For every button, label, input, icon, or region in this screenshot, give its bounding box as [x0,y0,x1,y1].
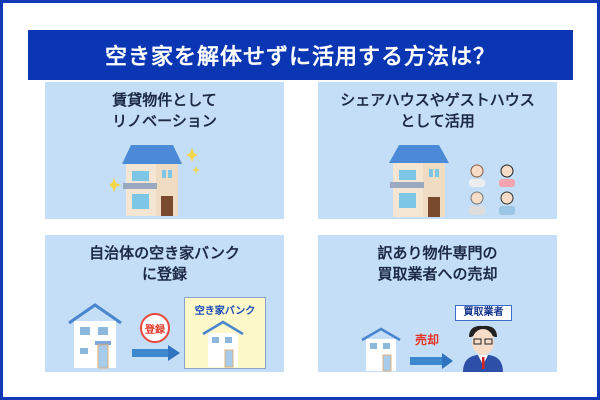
title-line-2: として活用 [400,112,475,130]
sale-label: 売却 [415,333,440,347]
title-line-1: 賃貸物件として [112,91,217,109]
title-line-1: 自治体の空き家バンク [89,244,240,262]
vacant-house-icon [68,303,122,369]
title-line-2: に登録 [141,265,187,283]
buyer-label: 買取業者 [455,305,512,321]
panel-rental-renovation: 賃貸物件としてリノベーション [45,82,284,219]
vacant-house-icon [361,327,401,372]
page-title: 空き家を解体せずに活用する方法は？ [28,30,573,80]
title-line-2: 買取業者への売却 [377,265,498,283]
renovated-house-icon [110,145,200,216]
house-icon [202,320,244,368]
akiya-bank-box: 空き家バンク [184,297,266,369]
bank-label: 空き家バンク [194,306,256,317]
panel-buyer-sale: 訳あり物件専門の買取業者への売却 売却 買取業者 [318,235,557,372]
residents-icon [469,164,515,215]
title-line-2: リノベーション [112,112,217,130]
arrow-right-icon [132,345,180,361]
panel-title: 賃貸物件としてリノベーション [45,90,284,132]
title-line-1: 訳あり物件専門の [377,244,498,262]
register-badge: 登録 [140,313,170,343]
panel-share-house: シェアハウスやゲストハウスとして活用 [318,82,557,219]
panel-title: 自治体の空き家バンクに登録 [45,243,284,285]
panel-title: シェアハウスやゲストハウスとして活用 [318,90,557,132]
arrow-right-icon [410,353,453,369]
panel-title: 訳あり物件専門の買取業者への売却 [318,243,557,285]
businessman-icon [463,325,503,372]
panel-akiya-bank: 自治体の空き家バンクに登録 登録 空き家バンク [45,235,284,372]
house-icon [389,145,449,217]
title-line-1: シェアハウスやゲストハウス [340,91,535,109]
